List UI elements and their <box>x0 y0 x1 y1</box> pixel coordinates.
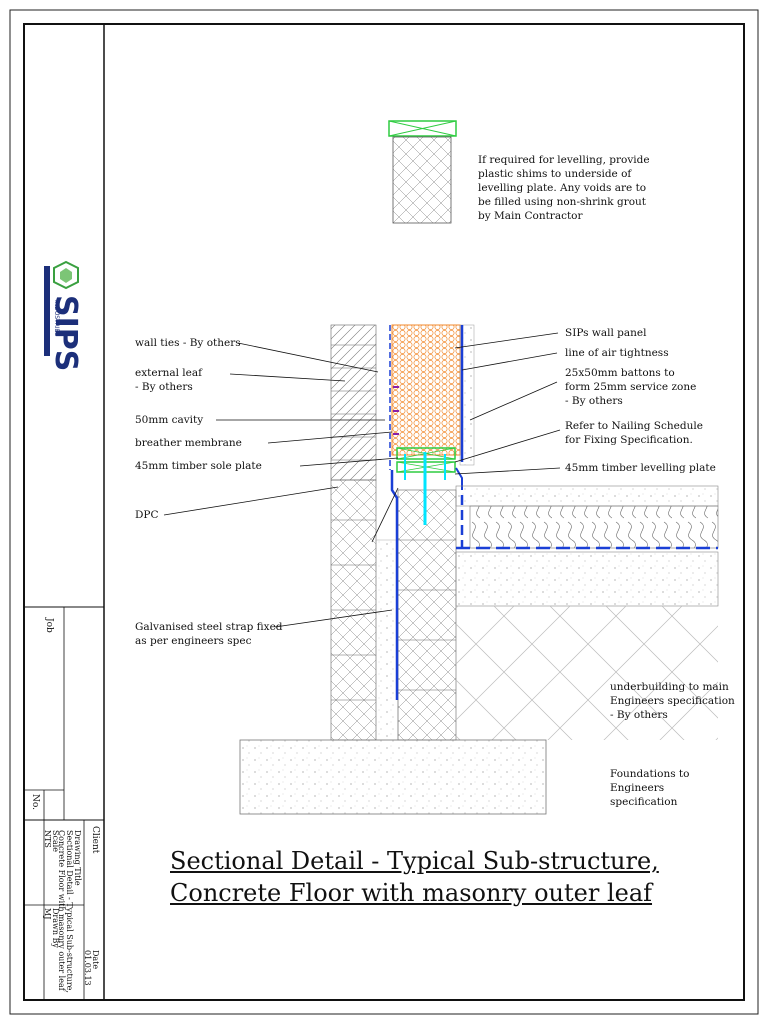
note-external-leaf: external leaf - By others <box>135 367 203 393</box>
logo-subtext: INDUSTRIES <box>53 300 60 337</box>
drawing-title-line1: Sectional Detail - Typical Sub-structure… <box>170 847 659 875</box>
note-foundations: Foundations to Engineers specification <box>610 768 690 808</box>
date-value: 01.03.13 <box>83 950 92 986</box>
client-label: Client <box>90 826 100 854</box>
note-sole-plate: 45mm timber sole plate <box>135 460 262 472</box>
scale-label: Scale <box>51 830 60 853</box>
job-label: Job <box>44 618 54 633</box>
note-battens: 25x50mm battons to form 25mm service zon… <box>565 367 697 407</box>
note-cavity: 50mm cavity <box>135 414 204 426</box>
drawing-title-line2: Concrete Floor with masonry outer leaf <box>170 879 653 907</box>
date-label: Date <box>91 950 100 970</box>
note-levelling: If required for levelling, provide plast… <box>478 154 650 222</box>
note-dpc: DPC <box>135 509 159 521</box>
drawing-title-value: Sectional Detail - Typical Sub-structure… <box>65 830 74 993</box>
sips-logo: SIPS <box>44 260 83 371</box>
note-sips-panel: SIPs wall panel <box>565 327 647 339</box>
note-nailing: Refer to Nailing Schedule for Fixing Spe… <box>565 420 703 446</box>
note-air-tightness: line of air tightness <box>565 347 669 359</box>
note-wall-ties: wall ties - By others <box>135 337 241 349</box>
drawn-value: MJ <box>43 908 52 920</box>
note-underbuilding: underbuilding to main Engineers specific… <box>610 681 735 721</box>
logo-text: SIPS <box>48 295 83 371</box>
scale-value: NTS <box>43 830 52 848</box>
no-label: No. <box>30 794 40 810</box>
drawn-label: Drawn By <box>51 908 60 948</box>
note-levelling-plate: 45mm timber levelling plate <box>565 462 716 474</box>
note-strap: Galvanised steel strap fixed as per engi… <box>135 621 283 647</box>
note-breather: breather membrane <box>135 437 242 449</box>
drawing-title-label: Drawing Title <box>73 830 82 886</box>
